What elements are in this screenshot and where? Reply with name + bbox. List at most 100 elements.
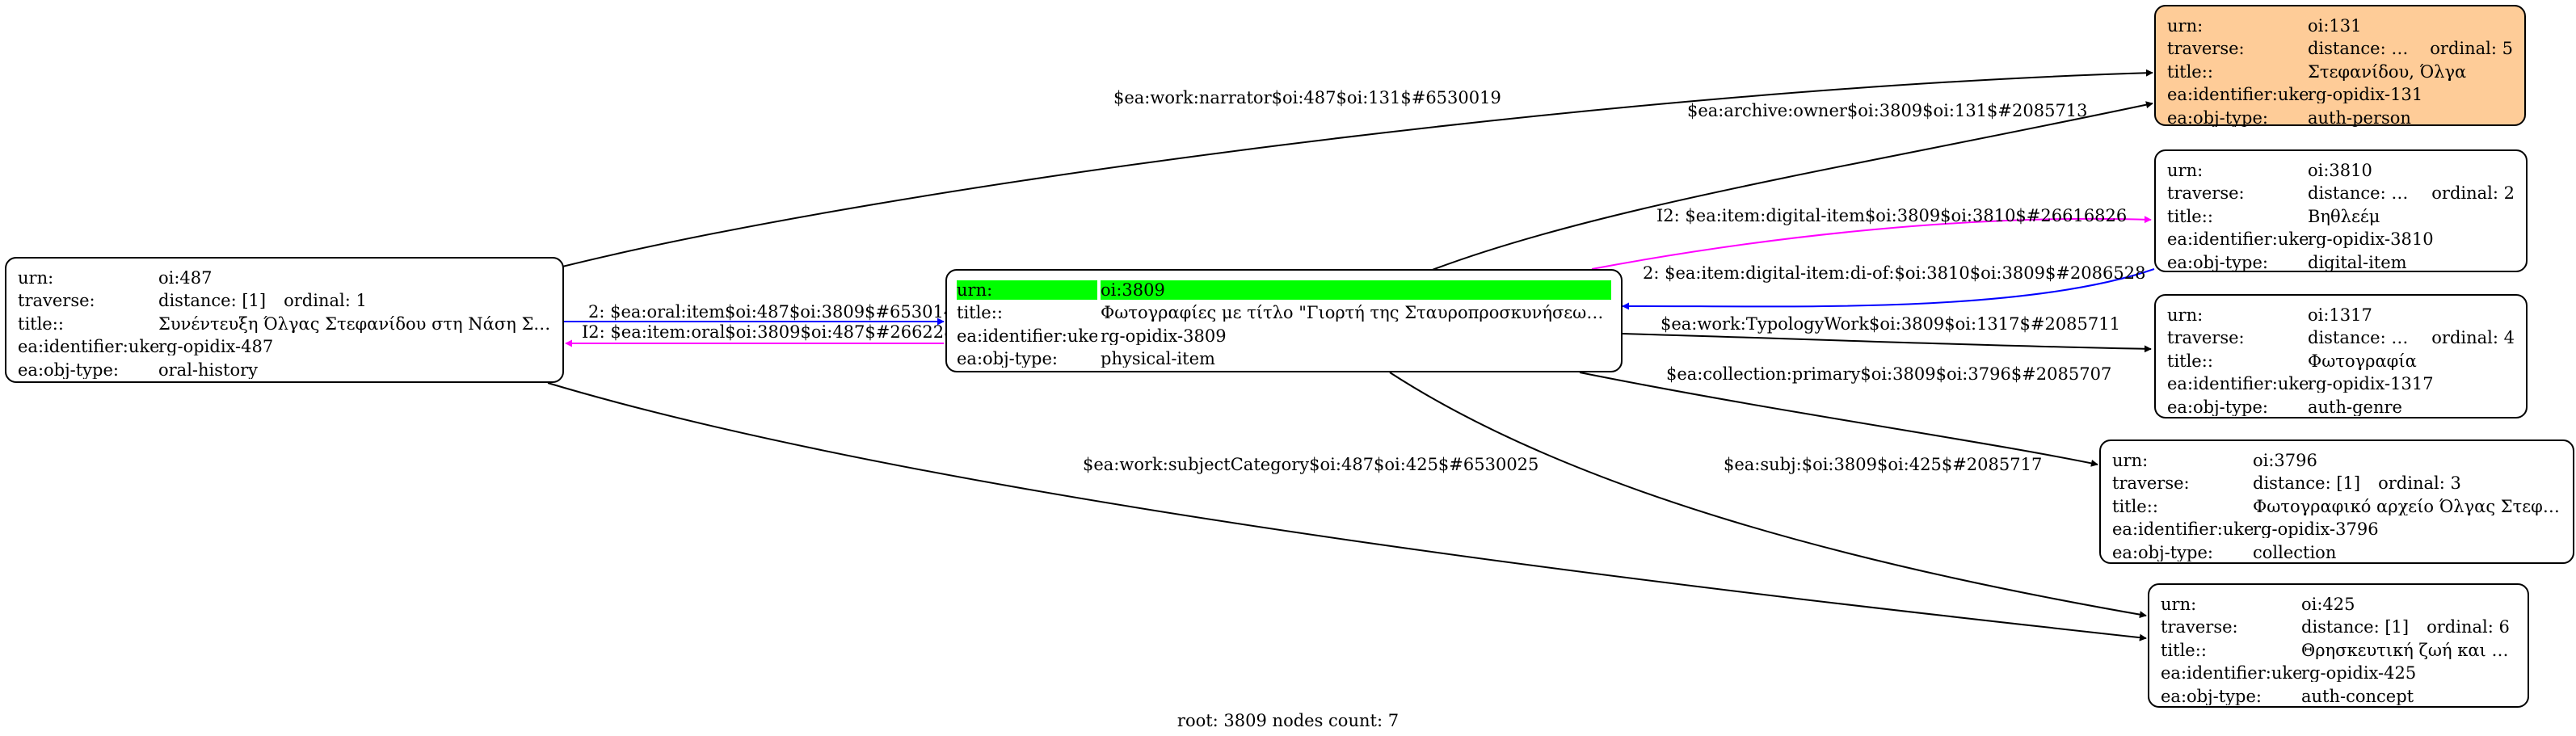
urn-row: urn:oi:3809 [957,279,1611,302]
node-oi-3796[interactable]: urn: oi:3796 traverse:distance: [1]ordina… [2099,439,2574,564]
traverse-key: traverse: [2167,40,2245,58]
edge-label-digital-item: I2: $ea:item:digital-item$oi:3809$oi:381… [1656,206,2127,225]
traverse-row: traverse:distance: [1]ordinal: 5 [2167,38,2513,61]
traverse-key: traverse: [2167,185,2245,203]
edge-label-item-oral: I2: $ea:item:oral$oi:3809$oi:487$#266228… [582,322,976,342]
title-row: title::Συνέντευξη Όλγας Στεφανίδου στη Ν… [18,313,551,336]
edge-digital-item-of [1622,268,2155,310]
distance-value: distance: [1] [2308,40,2413,58]
urn-value: oi:131 [2308,17,2362,35]
traverse-key: traverse: [18,292,95,310]
ukey-value: rg-opidix-487 [158,339,274,356]
edge-digital-item [1591,216,2152,270]
urn-row: urn:oi:487 [18,267,551,290]
ordinal-value: ordinal: 6 [2427,617,2510,637]
ukey-key: ea:identifier:ukey [2161,665,2301,683]
urn-key: urn: [2161,595,2197,613]
title-key: title:: [2167,352,2213,370]
urn-value: oi:487 [158,269,213,287]
edge-label-narrator: $ea:work:narrator$oi:487$oi:131$#6530019 [1113,88,1501,107]
title-key: title:: [2167,63,2213,81]
ukey-value: rg-opidix-1317 [2308,376,2434,393]
urn-key: urn: [957,280,1097,301]
type-row: ea:obj-type:digital-item [2167,251,2515,275]
edge-label-collection: $ea:collection:primary$oi:3809$oi:3796$#… [1666,364,2111,384]
ukey-value: rg-opidix-3810 [2308,231,2434,249]
type-value: oral-history [158,361,259,379]
type-value: auth-genre [2308,398,2402,416]
node-oi-3809-root[interactable]: urn:oi:3809 title::Φωτογραφίες με τίτλο … [945,269,1623,372]
urn-value: oi:3810 [2308,162,2372,179]
title-row: title::Βηθλεέμ [2167,205,2515,229]
ukey-value: rg-opidix-3796 [2253,521,2379,539]
type-value: physical-item [1101,351,1215,368]
urn-value: oi:425 [2301,595,2355,613]
type-row: ea:obj-type:oral-history [18,359,551,382]
edge-collection [1579,372,2098,467]
node-oi-3810[interactable]: urn: oi:3810 traverse: distance: [1] ordina… [2154,149,2528,272]
title-key: title:: [2112,498,2158,515]
ordinal-value: ordinal: 2 [2431,183,2515,204]
type-key: ea:obj-type: [957,351,1058,368]
node-oi-131[interactable]: urn:oi:131 traverse:distance: [1]ordinal… [2154,5,2526,126]
node-oi-1317[interactable]: urn:oi:1317 traverse:distance: [1]ordina… [2154,294,2528,418]
ukey-value: rg-opidix-131 [2308,86,2423,104]
ukey-value: rg-opidix-425 [2301,665,2417,683]
traverse-row: traverse:distance: [1]ordinal: 3 [2112,473,2561,496]
ukey-key: ea:identifier:ukey [957,327,1097,345]
urn-row: urn: oi:425 [2161,593,2516,616]
edge-subject-category [547,382,2147,641]
type-key: ea:obj-type: [2161,688,2262,705]
title-value: Συνέντευξη Όλγας Στεφανίδου στη Νάση Σια… [158,315,551,333]
ukey-key: ea:identifier:ukey [2167,86,2308,104]
edge-label-subject-category: $ea:work:subjectCategory$oi:487$oi:425$#… [1083,455,1538,474]
distance-value: distance: [1] [2301,619,2410,637]
urn-value: oi:3796 [2253,452,2317,469]
urn-key: urn: [2167,306,2203,324]
urn-key: urn: [2167,17,2203,35]
title-row: title::Φωτογραφίες με τίτλο "Γιορτή της … [957,302,1610,326]
urn-row: urn: oi:131 [2167,15,2513,38]
edge-label-subj: $ea:subj:$oi:3809$oi:425$#2085717 [1724,455,2042,474]
title-value: Φωτογραφίες με τίτλο "Γιορτή της Σταυροπ… [1101,305,1610,322]
ordinal-value: ordinal: 1 [284,291,367,311]
edge-archive-owner [1429,101,2153,271]
type-value: digital-item [2308,254,2407,271]
ukey-key: ea:identifier:ukey [2167,376,2308,393]
edge-subj [1389,372,2147,619]
urn-key: urn: [2167,162,2203,179]
title-key: title:: [2167,208,2213,225]
urn-row: urn: oi:3810 [2167,159,2515,183]
title-key: title:: [957,305,1003,322]
edge-label-oral-item: 2: $ea:oral:item$oi:487$oi:3809$#6530144 [588,302,966,322]
node-oi-487[interactable]: urn:oi:487 traverse:distance: [1]ordinal… [5,257,564,383]
title-value: Φωτογραφικό αρχείο Όλγας Στεφανίδου [2253,498,2561,515]
urn-key: urn: [2112,452,2149,469]
title-value: Φωτογραφία [2308,352,2417,370]
type-key: ea:obj-type: [2167,398,2268,416]
traverse-row: traverse:distance: [1]ordinal: 4 [2167,327,2515,351]
node-oi-425[interactable]: urn:oi:425 traverse:distance: [1]ordinal… [2148,583,2529,708]
graph-footer: root: 3809 nodes count: 7 [1176,711,1400,730]
traverse-row: traverse:distance: [1]ordinal: 1 [18,290,551,313]
traverse-key: traverse: [2167,330,2245,347]
type-row: ea:obj-type: physical-item [957,348,1610,372]
type-row: ea:obj-type:auth-concept [2161,685,2516,709]
title-key: title:: [18,315,64,333]
ukey-key: ea:identifier:ukey [2167,231,2308,249]
traverse-row: traverse: distance: [1] ordinal: 2 [2167,183,2515,206]
edge-label-digital-item-of: 2: $ea:item:digital-item:di-of:$oi:3810$… [1643,263,2145,283]
edge-label-archive-owner: $ea:archive:owner$oi:3809$oi:131$#208571… [1687,101,2088,120]
type-row: ea:obj-type:collection [2112,541,2561,565]
title-value: Θρησκευτική ζωή και έθιμα [2301,641,2516,659]
edge-label-typology: $ea:work:TypologyWork$oi:3809$oi:1317$#2… [1661,314,2120,334]
ordinal-value: ordinal: 4 [2431,328,2515,348]
distance-value: distance: [1] [2308,185,2414,203]
